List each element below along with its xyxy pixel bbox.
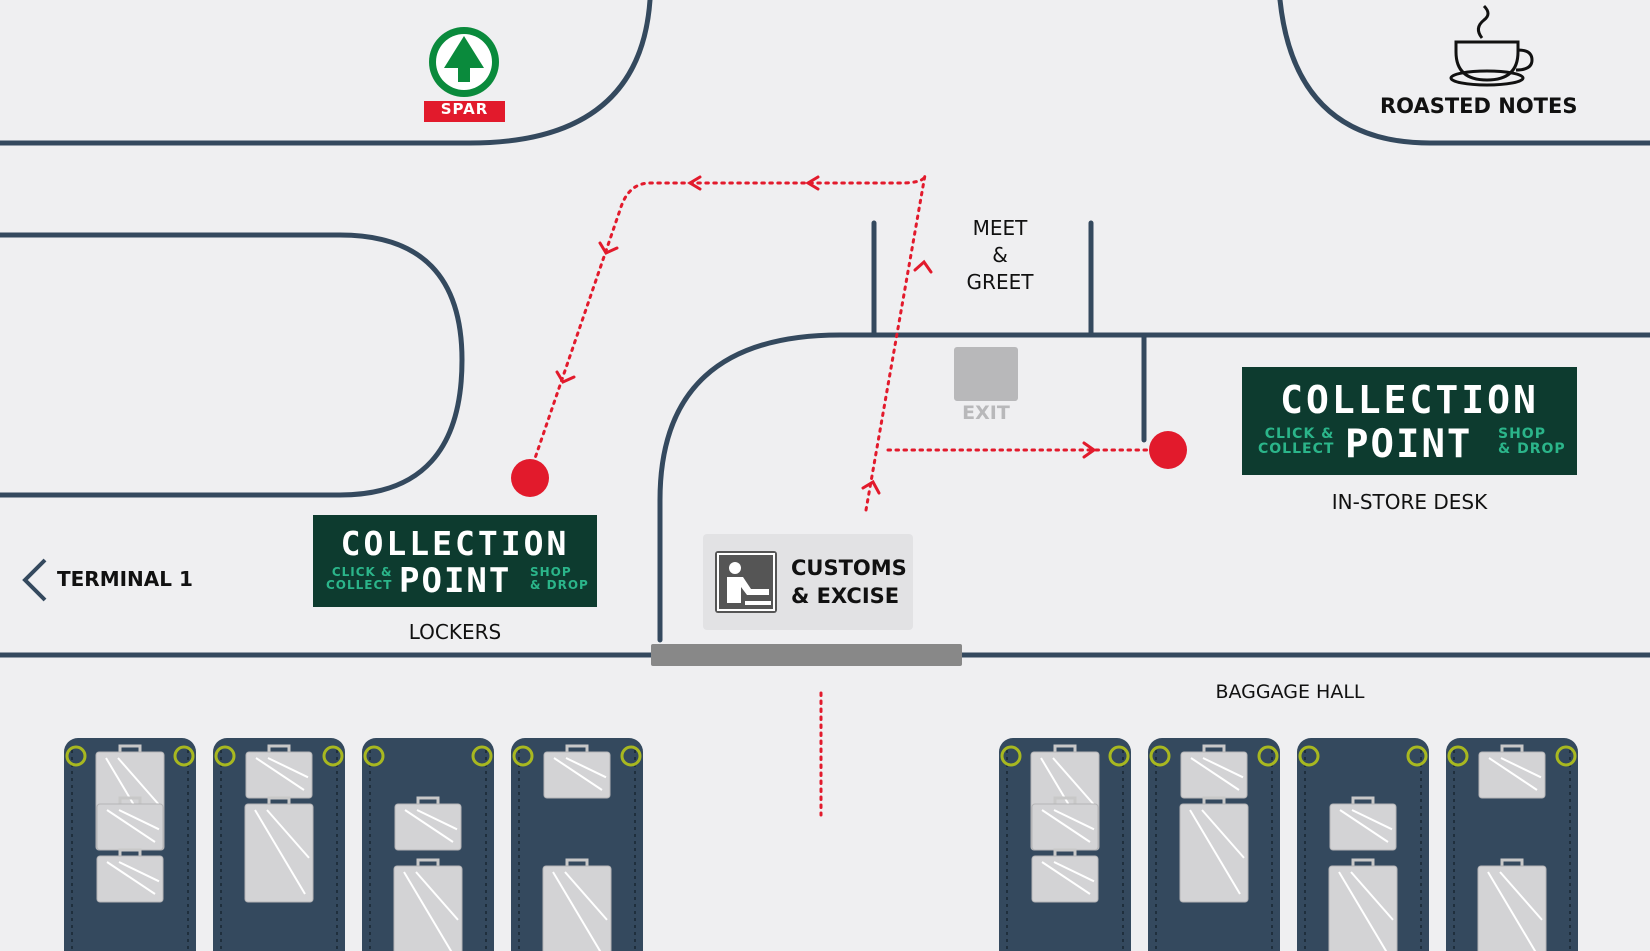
spar-logo [424,27,505,122]
suitcase-icon [1478,744,1546,799]
spar-label: SPAR [440,100,489,118]
carousel-roller [471,745,493,767]
click-collect-text: CLICK & COLLECT [1258,426,1335,457]
suitcase-icon [1328,858,1398,951]
lockers-label: LOCKERS [408,620,502,644]
suitcase-icon [543,744,611,799]
suitcase-icon [1180,744,1248,799]
carousel-roller [214,745,236,767]
customs-officer-icon [715,551,777,613]
carousel-roller [512,745,534,767]
in-store-desk-label: IN-STORE DESK [1331,490,1488,514]
baggage-carousel [511,738,643,951]
route-arrow-up-lower [861,479,881,495]
carousel-roller [363,745,385,767]
collection-title: COLLECTION [340,524,570,563]
carousel-roller [620,745,642,767]
route-arrow-left-2 [805,175,820,191]
baggage-carousel [213,738,345,951]
shop-drop-text: SHOP & DROP [530,565,589,592]
customs-excise-sign: CUSTOMS & EXCISE [703,534,913,630]
cafe-label: ROASTED NOTES [1380,94,1578,118]
baggage-carousel [999,738,1131,951]
carousel-roller [1149,745,1171,767]
suitcase-icon [244,796,314,903]
collection-subtitle: POINT [399,561,512,601]
customs-label: CUSTOMS & EXCISE [791,556,907,608]
cafe-wall [1277,0,1650,146]
carousel-roller [1000,745,1022,767]
suitcase-icon [245,744,313,799]
suitcase-icon [394,796,462,851]
spar-tree-icon [444,36,484,82]
carousel-roller [1108,745,1130,767]
suitcase-icon [1477,858,1547,951]
baggage-carousel [1297,738,1429,951]
route-arrow-left-1 [687,175,702,191]
baggage-carousel [1446,738,1578,951]
route-arrow-down-1 [598,241,619,255]
click-collect-text: CLICK & COLLECT [326,565,393,592]
carousel-roller [1257,745,1279,767]
suitcase-icon [1031,796,1099,851]
coffee-cup-icon [1449,4,1534,87]
carousel-roller [1298,745,1320,767]
spar-wall [0,0,653,146]
suitcase-icon [542,858,612,951]
carousel-roller [65,745,87,767]
spar-label-bg [424,101,505,122]
baggage-carousel [362,738,494,951]
route-to-lockers [530,174,927,512]
terminal-chevron-left-icon[interactable] [22,558,47,602]
baggage-carousel [1148,738,1280,951]
suitcase-icon [1329,796,1397,851]
collection-subtitle: POINT [1345,422,1473,467]
baggage-hall-label: BAGGAGE HALL [1215,681,1365,703]
customs-gate-bar [651,644,962,666]
carousel-roller [1555,745,1577,767]
carousel-roller [1406,745,1428,767]
baggage-carousel [64,738,196,951]
route-arrows [555,175,1097,495]
collection-point-desk-sign: COLLECTION POINT CLICK & COLLECT SHOP & … [1242,367,1577,475]
collection-title: COLLECTION [1280,378,1539,422]
route-arrow-right [1082,441,1097,459]
exit-sign [954,347,1018,401]
walking-routes [530,174,1150,817]
carousel-roller [173,745,195,767]
desk-destination-dot [1149,431,1187,469]
collection-point-lockers-sign: COLLECTION POINT CLICK & COLLECT SHOP & … [313,515,597,607]
exit-label: EXIT [962,402,1010,424]
suitcase-icon [1031,848,1099,903]
suitcase-icon [1179,796,1249,903]
carousel-roller [1447,745,1469,767]
exit-corridor-wall [657,332,1650,643]
left-loop-wall [0,232,465,498]
suitcase-icon [393,858,463,951]
lockers-destination-dot [511,459,549,497]
route-arrow-down-2 [555,370,576,384]
route-arrow-up [913,259,933,274]
walls [0,0,1650,658]
meet-greet-label: MEET & GREET [966,216,1034,294]
suitcase-icon [96,848,164,903]
suitcase-icon [96,796,164,851]
baggage-carousels [64,738,1578,951]
shop-drop-text: SHOP & DROP [1498,426,1566,457]
terminal-label[interactable]: TERMINAL 1 [57,567,193,591]
carousel-roller [322,745,344,767]
